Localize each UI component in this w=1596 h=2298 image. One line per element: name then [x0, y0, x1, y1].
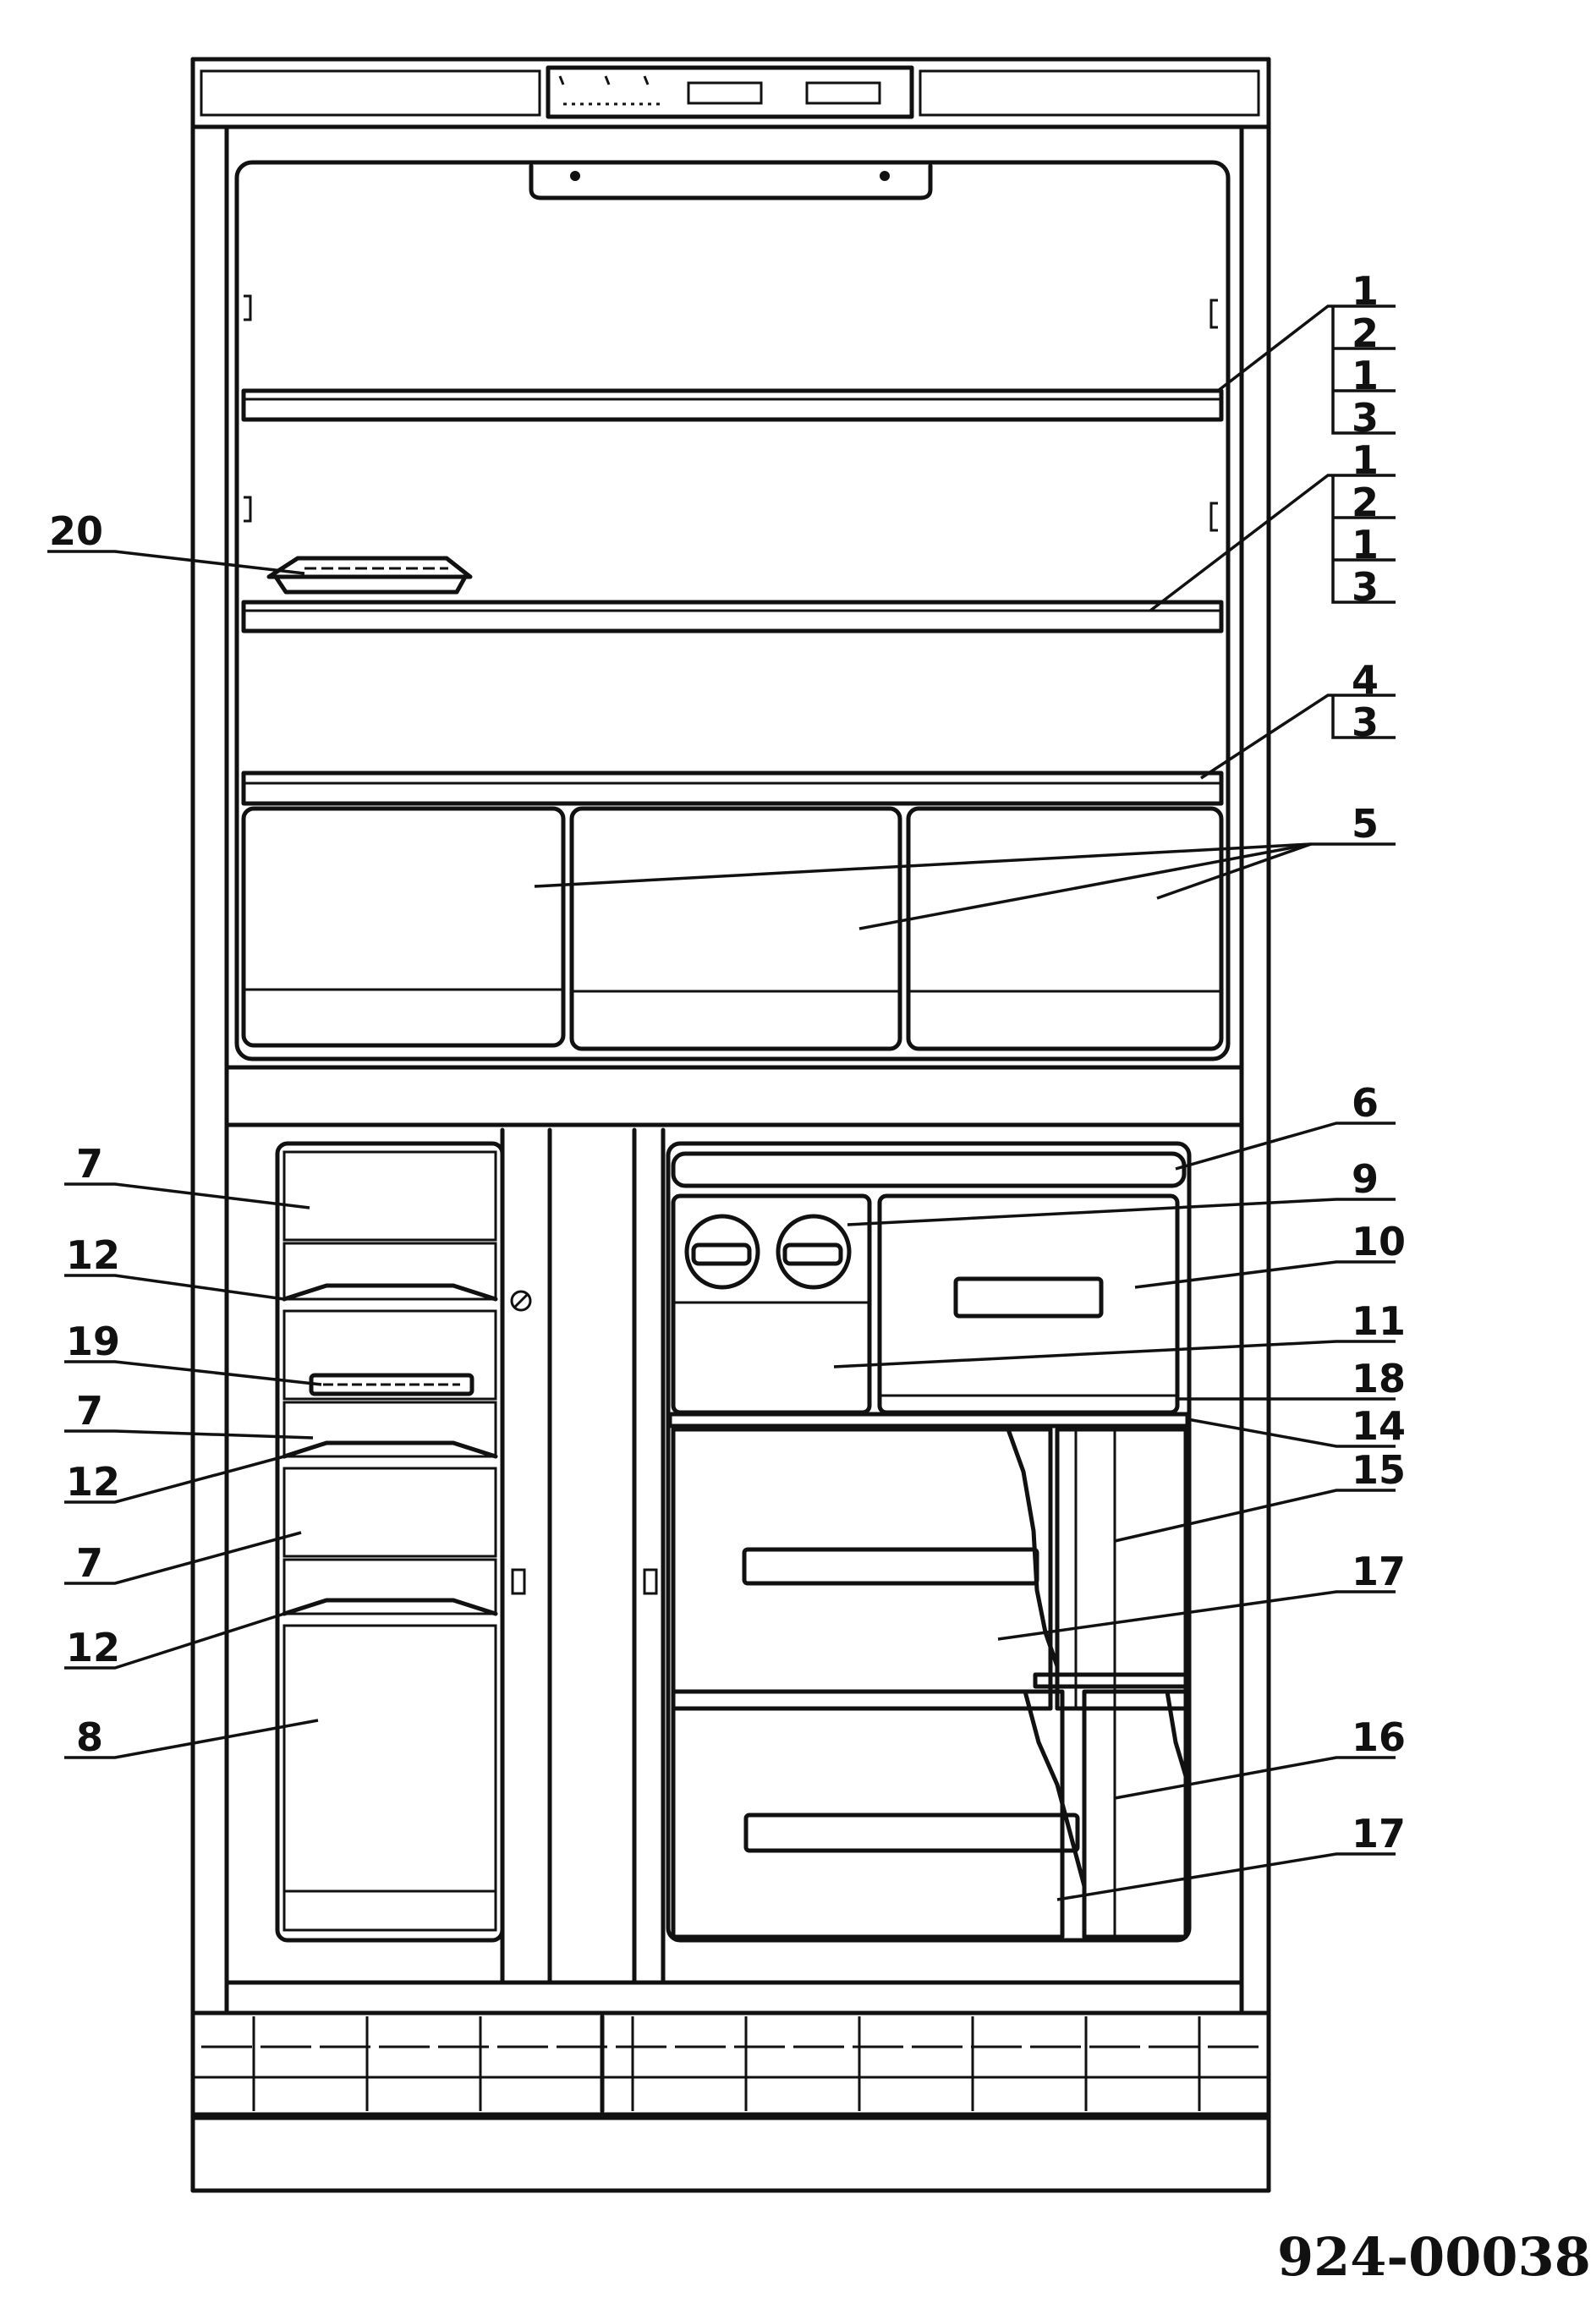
callout-label: 3: [1352, 395, 1379, 441]
callout-label: 7: [76, 1540, 103, 1586]
crisper-drawers: [241, 806, 1224, 1051]
callout-label: 1: [1352, 437, 1379, 483]
glass-shelf-1: [241, 388, 1224, 422]
freezer-basket-upper: [671, 1427, 1188, 1711]
glass-shelf-2: [241, 600, 1224, 633]
callout-labels: 1 2 1 3 1 2 1 3 20 4 3 5 6 7 9 10 12 19 …: [49, 268, 1406, 1856]
callout-label: 6: [1352, 1080, 1379, 1126]
center-mullion: [500, 1127, 666, 1985]
callout-label: 12: [66, 1625, 120, 1670]
callout-label: 10: [1352, 1219, 1406, 1264]
callout-label: 2: [1352, 310, 1379, 356]
base-grille: [190, 1980, 1271, 2193]
temperature-display-right: [805, 81, 881, 105]
callout-label: 17: [1352, 1811, 1406, 1856]
callout-label: 3: [1352, 699, 1379, 745]
callout-label: 3: [1352, 564, 1379, 610]
callout-label: 12: [66, 1459, 120, 1505]
upper-compartment: [234, 160, 1231, 1061]
upper-door-shelf: [671, 1151, 1187, 1188]
callout-label: 17: [1352, 1549, 1406, 1594]
callout-label: 4: [1352, 657, 1379, 703]
egg-tray: [266, 556, 473, 595]
temperature-display-left: [687, 81, 763, 105]
callout-label: 7: [76, 1141, 103, 1187]
callout-label: 14: [1352, 1403, 1406, 1449]
callout-label: 1: [1352, 353, 1379, 398]
callout-label: 19: [66, 1319, 120, 1364]
callout-label: 16: [1352, 1714, 1406, 1760]
freezer-basket-lower: [671, 1689, 1188, 1939]
callout-label: 1: [1352, 522, 1379, 568]
freezer-compartment: [666, 1141, 1192, 1943]
door-bin-column: [275, 1141, 505, 1943]
callout-label: 20: [49, 508, 103, 554]
control-panel: [546, 65, 914, 119]
callout-label: 1: [1352, 268, 1379, 314]
callout-label: 15: [1352, 1447, 1406, 1493]
callout-label: 8: [76, 1714, 103, 1760]
callout-label: 11: [1352, 1298, 1406, 1344]
callout-label: 5: [1352, 801, 1379, 847]
callout-label: 18: [1352, 1356, 1406, 1401]
callout-label: 2: [1352, 480, 1379, 525]
document-number: 924-00038: [1277, 2226, 1591, 2288]
callout-label: 12: [66, 1232, 120, 1278]
crisper-cover-shelf: [241, 771, 1224, 806]
freezer-drawer-small: [877, 1193, 1180, 1415]
leader-lines: [47, 304, 1396, 1901]
callout-label: 7: [76, 1388, 103, 1434]
callout-label: 9: [1352, 1156, 1379, 1202]
